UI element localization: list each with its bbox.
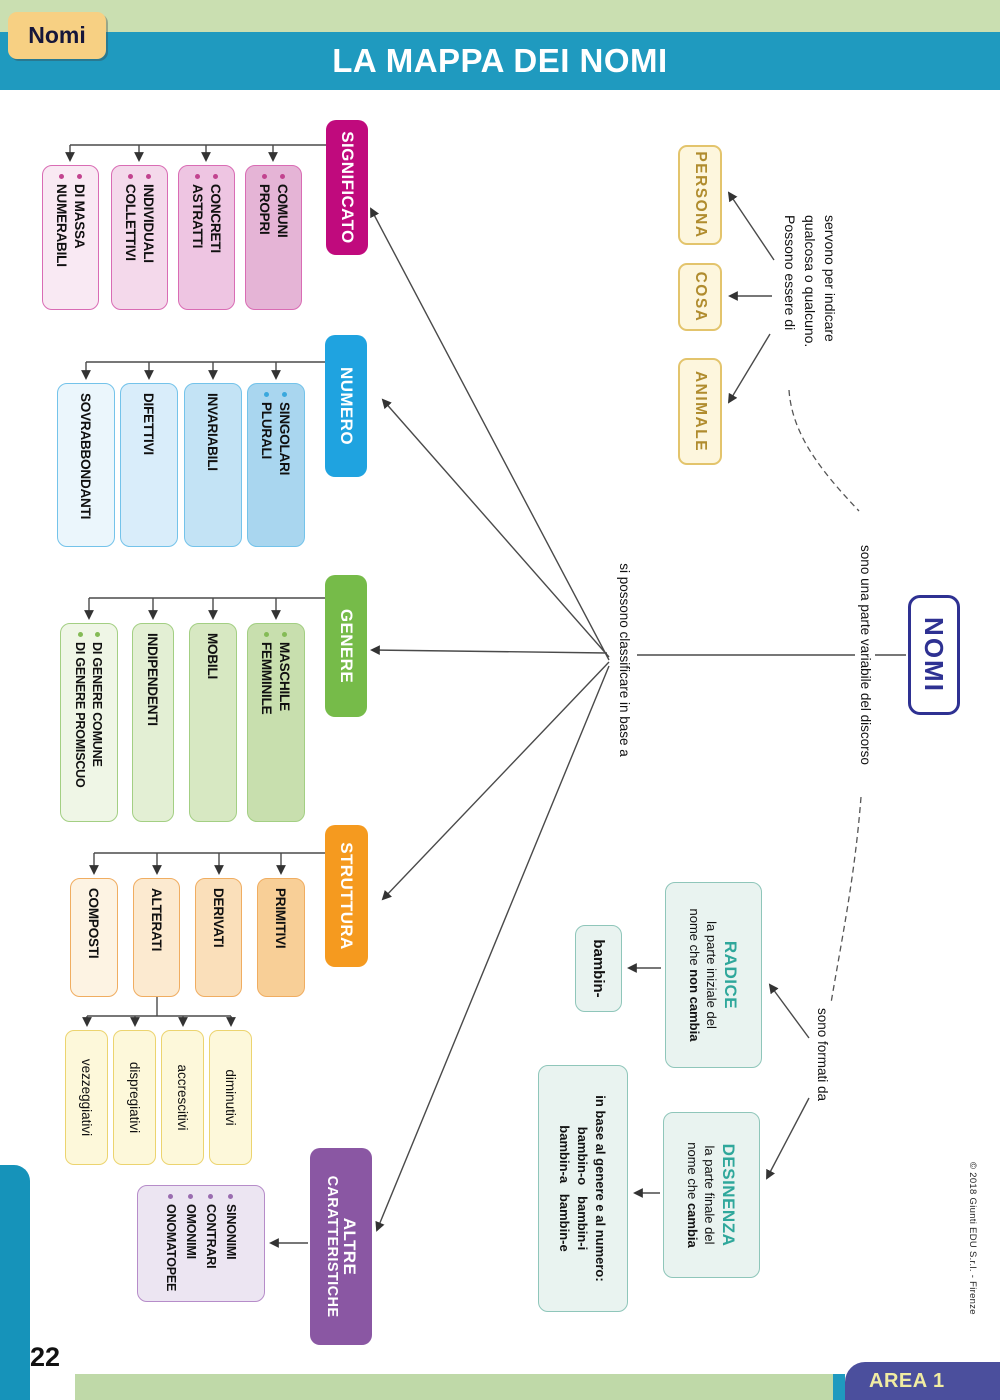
bullet	[282, 392, 288, 397]
bullet	[264, 392, 270, 397]
concept-map: NOMI sono una parte variabile del discor…	[20, 100, 980, 1360]
bullet	[77, 174, 82, 179]
node-comuni-propri: COMUNI PROPRI	[245, 165, 302, 310]
header-significato: SIGNIFICATO	[326, 120, 368, 255]
node-diminutivi: diminutivi	[209, 1030, 252, 1165]
bullet	[208, 1194, 214, 1199]
bullet	[213, 174, 218, 179]
node-alterati: ALTERATI	[133, 878, 180, 997]
node-indipendenti: INDIPENDENTI	[132, 623, 174, 822]
radice-title: RADICE	[721, 940, 741, 1010]
note-classify: si possono classificare in base a	[614, 545, 634, 775]
bullet	[95, 632, 100, 637]
node-desinenza: DESINENZA la parte finale del nome che c…	[663, 1112, 760, 1278]
node-individuali-collettivi: INDIVIDUALI COLLETTIVI	[111, 165, 168, 310]
chapter-tab[interactable]: Nomi	[8, 12, 106, 59]
root-label: NOMI	[919, 617, 950, 693]
note-variable-part: sono una parte variabile del discorso	[855, 515, 875, 795]
connector-lines	[65, 144, 906, 1248]
bullet	[262, 174, 267, 179]
copyright-note: © 2018 Giunti EDU S.r.l. - Firenze	[967, 1162, 978, 1315]
node-accrescitivi: accrescitivi	[161, 1030, 204, 1165]
header-numero: NUMERO	[325, 335, 367, 477]
left-edge-bar	[0, 1165, 30, 1400]
top-green-strip	[0, 0, 1000, 32]
bottom-green-strip	[75, 1374, 833, 1400]
desinenza-title: DESINENZA	[719, 1143, 739, 1247]
page-number: 22	[30, 1342, 61, 1372]
page-title: LA MAPPA DEI NOMI	[332, 42, 668, 79]
node-persona: PERSONA	[678, 145, 722, 245]
node-singolari-plurali: SINGOLARI PLURALI	[247, 383, 305, 547]
bullet	[195, 174, 200, 179]
bottom-teal-sliver	[833, 1374, 845, 1400]
bullet	[146, 174, 151, 179]
bullet	[228, 1194, 234, 1199]
bullet	[280, 174, 285, 179]
node-concreti-astratti: CONCRETI ASTRATTI	[178, 165, 235, 310]
header-genere: GENERE	[325, 575, 367, 717]
node-desinenza-example: in base al genere e al numero: bambin-o …	[538, 1065, 628, 1312]
node-mobili: MOBILI	[189, 623, 237, 822]
bullet	[78, 632, 83, 637]
node-dimassa-numerabili: DI MASSA NUMERABILI	[42, 165, 99, 310]
node-vezzeggiativi: vezzeggiativi	[65, 1030, 108, 1165]
note-formed-by: sono formati da	[812, 1008, 832, 1130]
chapter-tab-label: Nomi	[28, 22, 86, 48]
node-radice: RADICE la parte iniziale del nome che no…	[665, 882, 762, 1068]
area-footer-label: AREA 1	[869, 1369, 945, 1392]
bullet	[128, 174, 133, 179]
node-primitivi: PRIMITIVI	[257, 878, 305, 997]
node-composti: COMPOSTI	[70, 878, 118, 997]
area-footer-tab[interactable]: AREA 1	[845, 1362, 1000, 1400]
title-bar: LA MAPPA DEI NOMI	[0, 32, 1000, 90]
node-derivati: DERIVATI	[195, 878, 242, 997]
root-node-nomi: NOMI	[908, 595, 960, 715]
node-maschile-femminile: MASCHILE FEMMINILE	[247, 623, 305, 822]
node-radice-example: bambin-	[575, 925, 622, 1012]
bullet	[168, 1194, 174, 1199]
node-invariabili: INVARIABILI	[184, 383, 242, 547]
node-dispregiativi: dispregiativi	[113, 1030, 156, 1165]
bullet	[59, 174, 64, 179]
header-struttura: STRUTTURA	[325, 825, 368, 967]
header-altre-caratteristiche: ALTRE CARATTERISTICHE	[310, 1148, 372, 1345]
bullet	[188, 1194, 194, 1199]
note-indicate: servono per indicare qualcosa o qualcuno…	[782, 215, 838, 348]
node-genere-comune-promiscuo: DI GENERE COMUNE DI GENERE PROMISCUO	[60, 623, 118, 822]
bullet	[264, 632, 270, 637]
node-cosa: COSA	[678, 263, 722, 331]
bullet	[282, 632, 288, 637]
node-altre-caratteristiche-list: SINONIMI CONTRARI OMONIMI ONOMATOPEE	[137, 1185, 265, 1302]
node-sovrabbondanti: SOVRABBONDANTI	[57, 383, 115, 547]
node-difettivi: DIFETTIVI	[120, 383, 178, 547]
node-animale: ANIMALE	[678, 358, 722, 465]
